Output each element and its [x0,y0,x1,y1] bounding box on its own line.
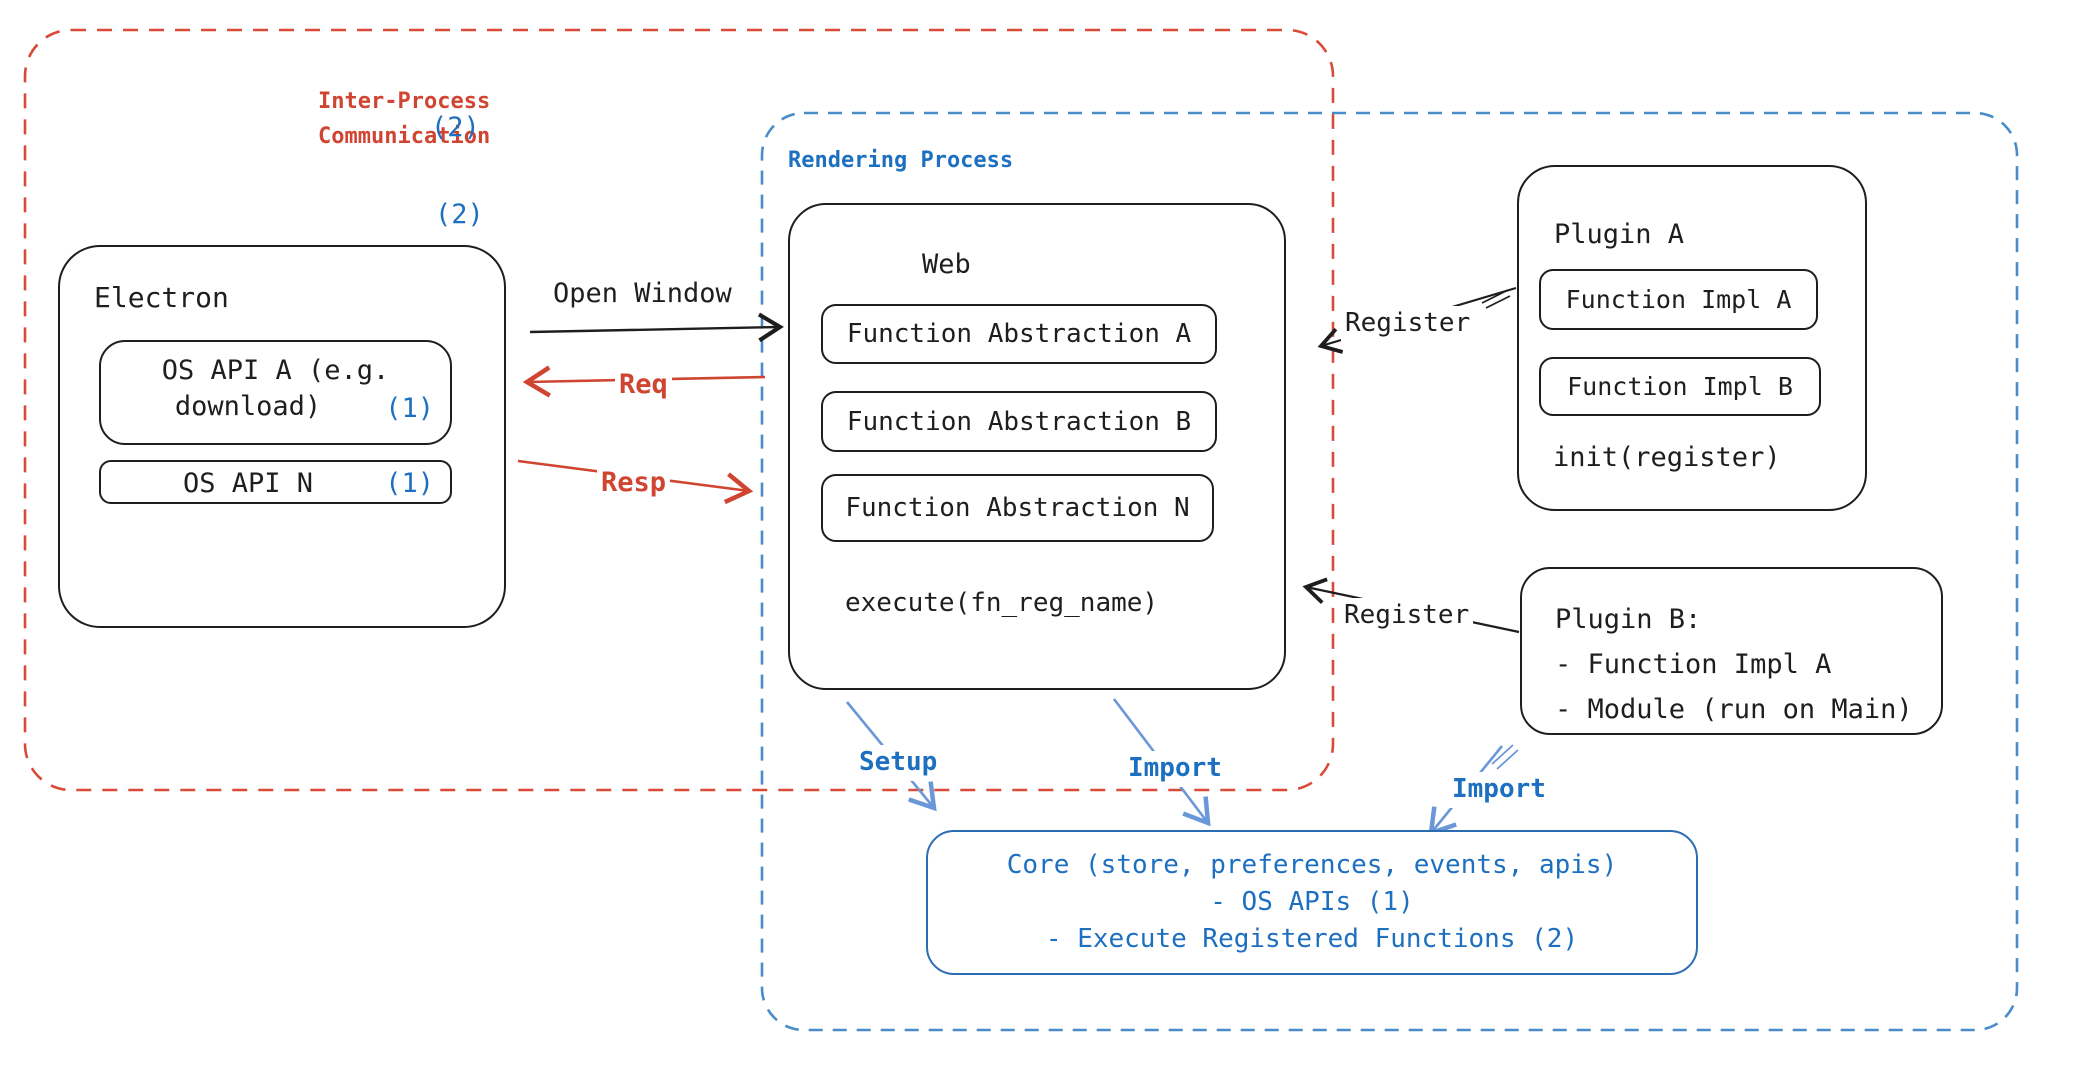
function-abstraction-b-label: Function Abstraction B [846,406,1192,437]
function-impl-b-box: Function Impl B [1539,357,1821,416]
electron-title: Electron [94,281,229,314]
os-api-a-label-line1: OS API A (e.g. [161,355,390,386]
init-register-label: init(register) [1553,442,1781,473]
register-a-tick [1481,290,1511,309]
plugin-b-text: Plugin B: - Function Impl A - Module (ru… [1555,604,1913,725]
core-box: Core (store, preferences, events, apis) … [926,830,1698,975]
import-plugin-tick [1491,744,1519,770]
function-abstraction-b-badge: (2) [435,199,484,230]
core-line-3: - Execute Registered Functions (2) [1045,924,1579,954]
os-api-a-badge: (1) [385,393,434,424]
web-title: Web [922,249,971,280]
register-a-label: Register [1341,306,1475,342]
os-api-n-badge: (1) [385,468,434,499]
ipc-region-box [23,28,1335,792]
function-abstraction-a-box: Function Abstraction A [821,304,1217,364]
web-box: Web Function Abstraction A Function Abst… [788,203,1286,690]
import-plugin-label: Import [1448,772,1550,808]
plugin-b-box: Plugin B: - Function Impl A - Module (ru… [1520,567,1943,735]
rendering-region-box [760,111,2019,1032]
electron-box: Electron OS API A (e.g. download) (1) OS… [58,245,506,628]
core-line-2: - OS APIs (1) [1210,887,1414,917]
os-api-a-box: OS API A (e.g. download) (1) [99,340,452,445]
rendering-region-label: Rendering Process [788,148,1014,173]
open-window-label: Open Window [553,278,732,309]
function-impl-a-box: Function Impl A [1539,269,1818,330]
open-window-arrow [529,312,784,343]
setup-label: Setup [855,745,942,781]
plugin-a-box: Plugin A Function Impl A Function Impl B [1517,165,1867,511]
execute-function-label: execute(fn_reg_name) [845,588,1159,618]
function-impl-b-label: Function Impl B [1567,372,1793,401]
os-api-n-box: OS API N (1) [99,460,452,504]
core-line-1: Core (store, preferences, events, apis) [1006,850,1618,880]
import-web-label: Import [1124,751,1226,787]
function-abstraction-n-label: Function Abstraction N [845,493,1190,523]
function-impl-a-label: Function Impl A [1565,285,1792,314]
ipc-region-label: Inter-Process Communication [318,89,491,149]
os-api-n-label: OS API N [182,468,314,499]
plugin-a-title: Plugin A [1554,219,1685,250]
function-abstraction-a-badge: (2) [431,112,480,143]
resp-label: Resp [597,464,671,502]
req-label: Req [615,366,672,404]
register-b-label: Register [1340,598,1474,634]
function-abstraction-n-box: Function Abstraction N [821,474,1214,542]
function-abstraction-a-label: Function Abstraction A [846,319,1192,349]
function-abstraction-b-box: Function Abstraction B [821,391,1217,452]
os-api-a-label-line2: download) [174,391,322,422]
